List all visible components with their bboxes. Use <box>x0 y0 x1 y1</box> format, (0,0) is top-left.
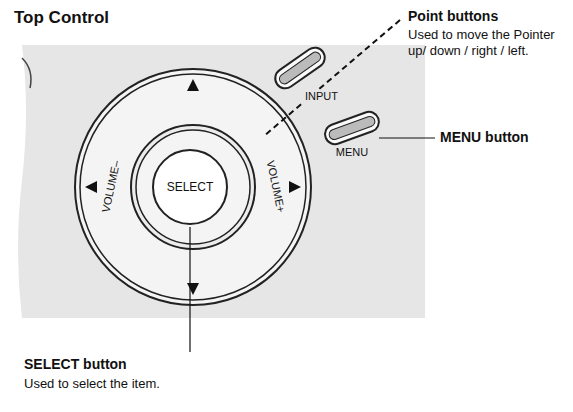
title: Top Control <box>14 8 109 28</box>
left-arrow <box>85 181 97 193</box>
callout-heading: Point buttons <box>408 8 498 25</box>
button-label: SELECT <box>167 180 214 194</box>
menu-button <box>322 109 381 147</box>
inner-ring <box>131 125 255 249</box>
callout-heading: MENU button <box>440 129 529 146</box>
outer-ring-inner <box>80 74 306 300</box>
panel-edge <box>22 58 31 88</box>
down-arrow <box>187 283 199 295</box>
callout-note: Used to move the Pointer up/ down / righ… <box>408 27 568 58</box>
button-label: INPUT <box>303 90 340 103</box>
select-button: SELECT <box>152 149 228 225</box>
callout-note: Used to select the item. <box>24 376 160 392</box>
menu-leader <box>379 137 435 138</box>
right-arrow <box>289 181 301 193</box>
inner-ring-inner <box>136 130 250 244</box>
point-leader <box>264 20 400 136</box>
input-button <box>271 44 328 93</box>
up-arrow <box>187 79 199 91</box>
callout-heading: SELECT button <box>24 356 127 373</box>
outer-ring <box>75 69 311 305</box>
select-leader <box>189 227 190 352</box>
button-label: MENU <box>334 146 370 159</box>
panel <box>18 45 425 318</box>
